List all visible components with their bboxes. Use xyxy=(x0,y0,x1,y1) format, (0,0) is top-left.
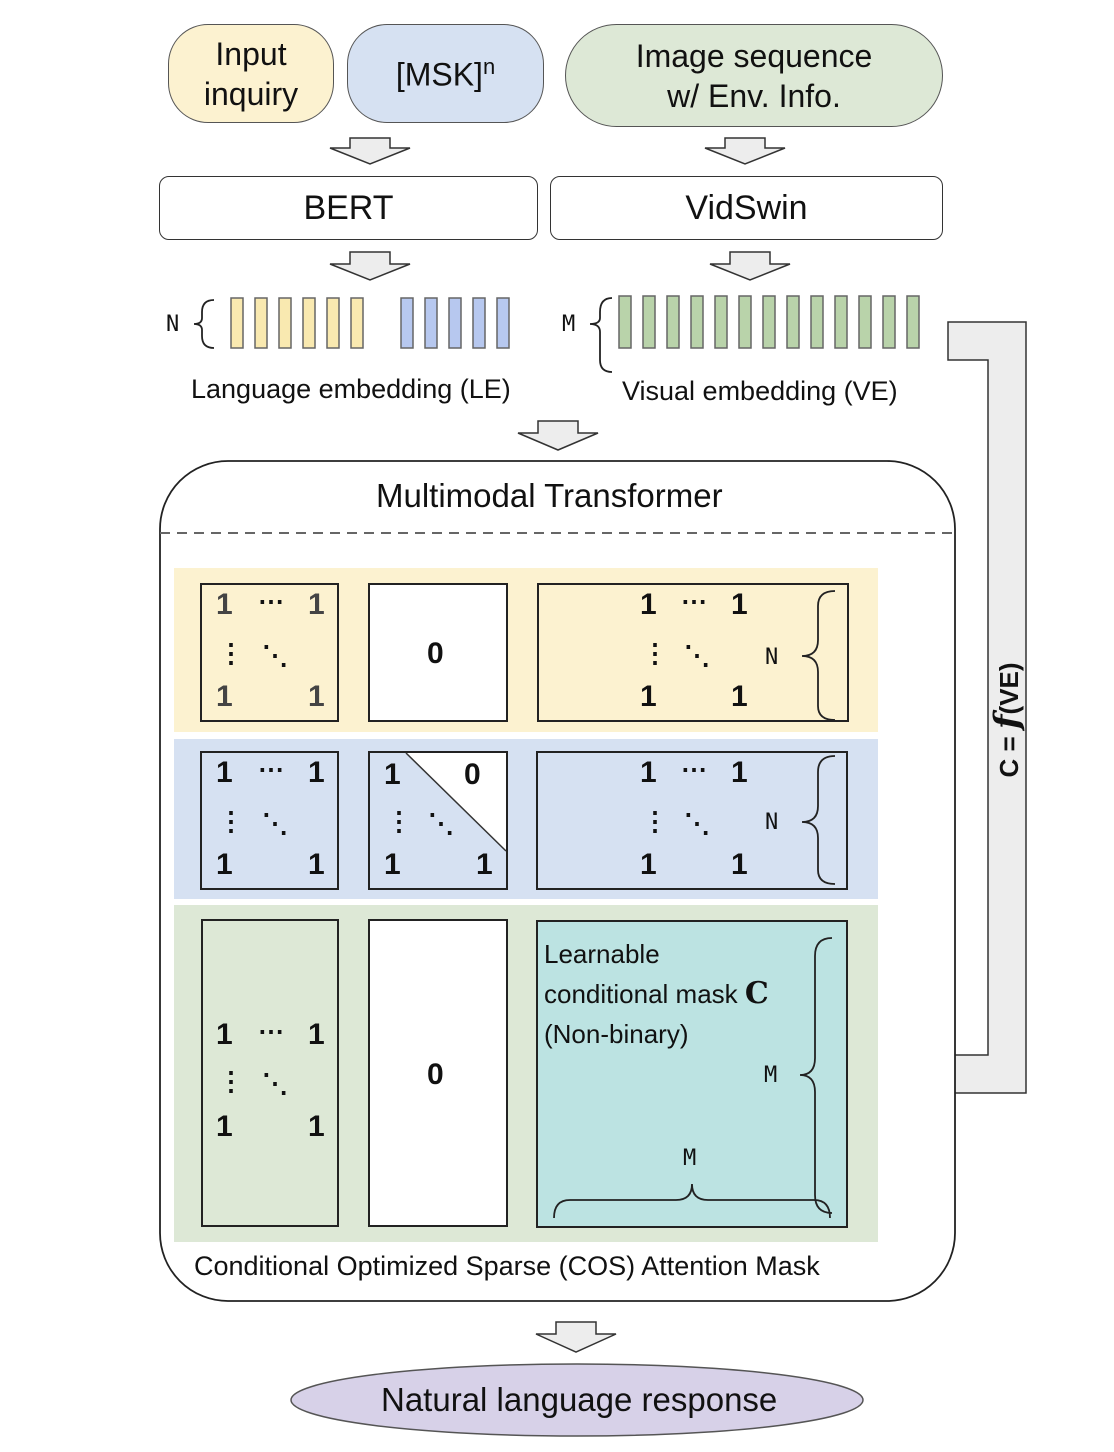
flow-arrows xyxy=(329,137,791,1353)
output-label: Natural language response xyxy=(381,1381,778,1418)
image-sequence-label: Image sequence w/ Env. Info. xyxy=(635,37,873,114)
cell-green-1 xyxy=(201,919,339,1227)
cell-yellow-2 xyxy=(368,583,508,722)
bert-encoder: BERT xyxy=(159,176,538,240)
image-sequence-pill: Image sequence w/ Env. Info. xyxy=(565,24,943,127)
output-ellipse xyxy=(290,1363,864,1437)
input-inquiry-label: Input inquiry xyxy=(203,35,299,112)
cell-green-3 xyxy=(536,920,848,1228)
language-n-label: N xyxy=(166,312,180,337)
language-embedding-caption: Language embedding (LE) xyxy=(191,374,511,404)
learnable-mask-m-bottom: M xyxy=(683,1146,697,1171)
matrix-yellow-zero: 0 xyxy=(427,637,444,670)
mask-token-label: [MSK]n xyxy=(395,53,496,93)
mask-token-pill: [MSK]n xyxy=(347,24,544,123)
transformer-title: Multimodal Transformer xyxy=(376,477,723,514)
vidswin-encoder: VidSwin xyxy=(550,176,943,240)
visual-m-label: M xyxy=(562,312,576,337)
input-inquiry-pill: Input inquiry xyxy=(168,24,334,123)
cell-blue-3 xyxy=(536,751,848,890)
learnable-mask-text: Learnable conditional mask C (Non-binary… xyxy=(544,939,769,1049)
cell-green-2 xyxy=(368,919,508,1227)
visual-bars xyxy=(618,295,920,349)
down-arrow xyxy=(517,420,599,451)
cell-blue-1 xyxy=(200,751,339,890)
language-bars-blue xyxy=(400,297,510,349)
mask-symbol-c: C xyxy=(744,976,769,1011)
down-arrow xyxy=(535,1321,617,1353)
embedding-braces xyxy=(193,297,613,373)
down-arrow xyxy=(709,251,791,281)
cell-yellow-1 xyxy=(200,583,339,722)
language-bars-yellow xyxy=(230,297,364,349)
down-arrow xyxy=(329,137,411,165)
matrix-green-zero: 0 xyxy=(427,1058,444,1091)
cell-yellow-3 xyxy=(537,583,849,722)
down-arrow xyxy=(329,251,411,281)
cos-mask-caption: Conditional Optimized Sparse (COS) Atten… xyxy=(194,1251,820,1281)
conditional-function-label: C = f(VE) xyxy=(987,662,1027,778)
down-arrow xyxy=(704,137,786,165)
matrix-braces xyxy=(553,590,836,1219)
learnable-mask-m-right: M xyxy=(764,1063,778,1088)
bert-label: BERT xyxy=(303,188,394,227)
visual-embedding-caption: Visual embedding (VE) xyxy=(622,376,898,406)
vidswin-label: VidSwin xyxy=(685,188,808,227)
